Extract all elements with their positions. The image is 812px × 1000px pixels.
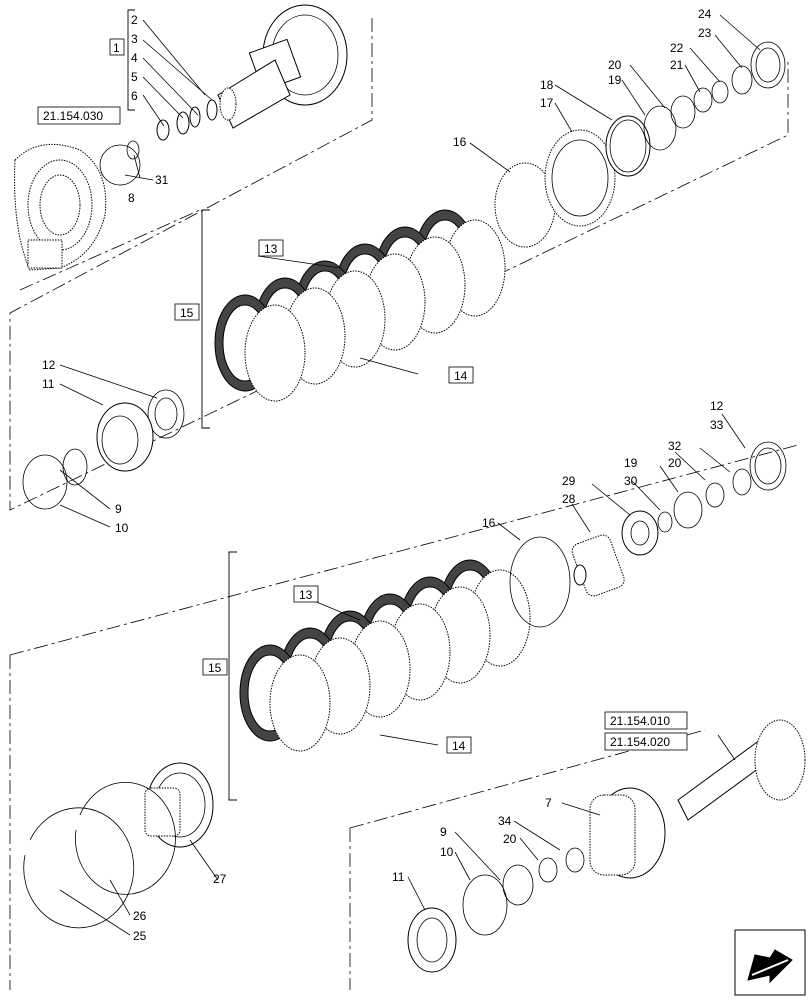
callout-box-15-upper (174, 303, 200, 321)
callout-1: 1 (113, 41, 120, 55)
callout-23: 23 (698, 26, 712, 40)
callout-6: 6 (131, 89, 138, 103)
callout-box-1 (109, 38, 125, 56)
callout-16-upper: 16 (453, 135, 467, 149)
callout-17: 17 (540, 96, 554, 110)
callout-box-13-upper (258, 239, 284, 257)
callout-31: 31 (155, 173, 169, 187)
callout-2: 2 (131, 13, 138, 27)
ref-shaft-2: 21.154.020 (610, 735, 670, 749)
callout-29: 29 (562, 474, 576, 488)
ref-box-shaft-1 (604, 711, 688, 730)
ref-top: 21.154.030 (43, 109, 103, 123)
callout-box-13-lower (293, 585, 319, 603)
callout-30: 30 (624, 474, 638, 488)
callout-box-15-lower (202, 658, 228, 676)
callout-11-upper: 11 (42, 377, 55, 391)
callout-3: 3 (131, 32, 138, 46)
callout-20-upper: 20 (608, 58, 622, 72)
callout-7: 7 (545, 796, 552, 810)
callout-13-lower: 13 (299, 588, 313, 602)
reference-housing-ghost (14, 143, 107, 271)
assembly-boundary-lines (9, 18, 799, 990)
callout-13-upper: 13 (264, 242, 278, 256)
callout-14-upper: 14 (454, 369, 468, 383)
callout-10-lower: 10 (440, 845, 454, 859)
callout-20-middle: 20 (668, 456, 682, 470)
callout-9-lower: 9 (440, 825, 447, 839)
callout-10-upper: 10 (115, 521, 129, 535)
callout-34: 34 (498, 814, 512, 828)
next-page-arrow-icon[interactable] (734, 929, 806, 996)
callout-15-lower: 15 (208, 661, 222, 675)
upper-clutch-pack (214, 209, 506, 402)
callout-box-14-lower (446, 736, 472, 754)
lower-right-parts (509, 441, 787, 628)
callout-11-lower: 11 (392, 870, 405, 884)
lower-clutch-pack (239, 559, 531, 752)
callout-14-lower: 14 (452, 739, 466, 753)
callout-27: 27 (213, 872, 227, 886)
lower-drum-group (407, 719, 806, 973)
callout-25: 25 (133, 929, 147, 943)
callout-9-upper: 9 (115, 502, 122, 516)
upper-right-parts (494, 41, 786, 248)
callout-33: 33 (710, 418, 724, 432)
callout-22: 22 (670, 41, 684, 55)
callout-8: 8 (128, 191, 135, 205)
brackets (127, 9, 237, 801)
callout-19-middle: 19 (624, 456, 638, 470)
ref-box-shaft-2 (604, 732, 688, 751)
output-housing-shaft (99, 4, 348, 186)
reference-labels: 21.154.030 21.154.010 21.154.020 (37, 106, 688, 751)
callout-21: 21 (670, 58, 684, 72)
callout-15-upper: 15 (180, 306, 194, 320)
callout-19-upper: 19 (608, 73, 622, 87)
leader-lines (59, 14, 761, 936)
callout-12-upper: 12 (42, 358, 56, 372)
lower-hub-group (23, 762, 214, 929)
callout-32: 32 (668, 439, 682, 453)
callout-18: 18 (540, 78, 554, 92)
ref-box-top (37, 106, 121, 125)
callout-16-lower: 16 (482, 516, 496, 530)
callout-12-lower: 12 (710, 399, 724, 413)
upper-piston-group (22, 389, 185, 510)
callout-5: 5 (131, 70, 138, 84)
callout-labels: 1 2 3 4 5 6 31 8 24 23 22 21 20 19 18 17… (42, 7, 724, 943)
callout-26: 26 (133, 909, 147, 923)
ref-shaft-1: 21.154.010 (610, 714, 670, 728)
callout-4: 4 (131, 51, 138, 65)
callout-28: 28 (562, 492, 576, 506)
callout-24: 24 (698, 7, 712, 21)
callout-box-14-upper (448, 366, 474, 384)
callout-20-lower: 20 (503, 832, 517, 846)
